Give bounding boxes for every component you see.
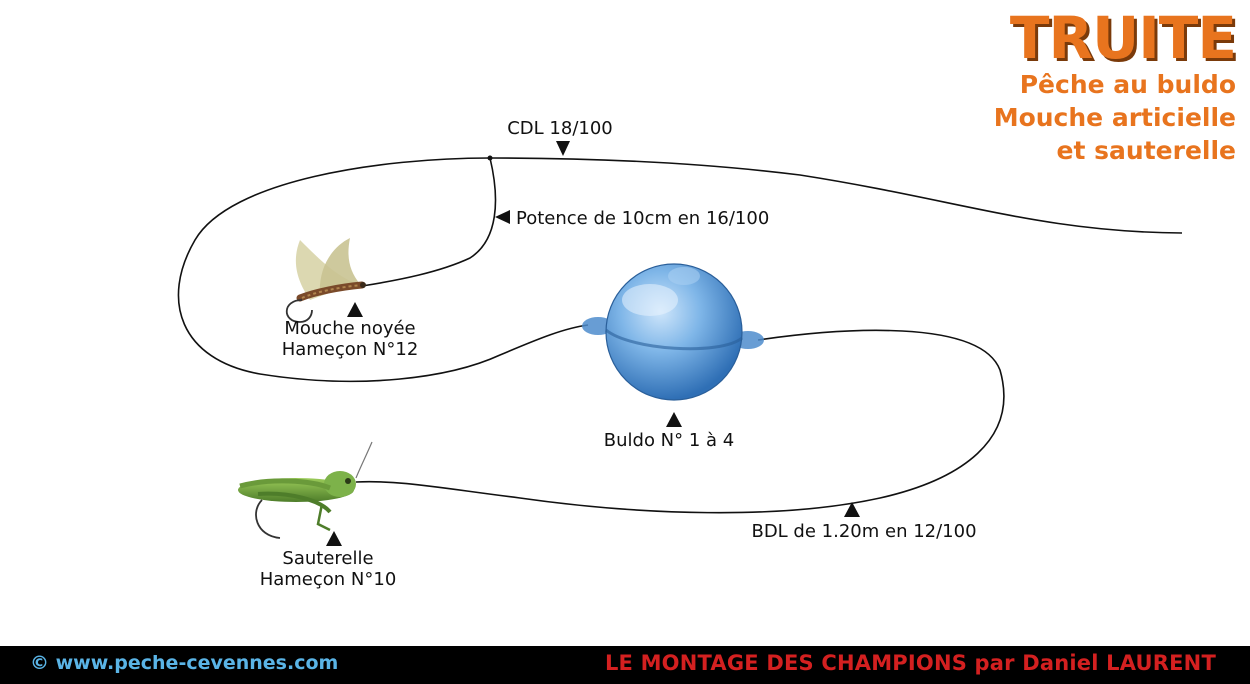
label-sauterelle-line-2: Hameçon N°10 [259, 569, 397, 590]
arrow-up-icon [844, 502, 860, 517]
label-sauterelle-line-1: Sauterelle [282, 548, 374, 569]
leader-line-bdl [355, 329, 1005, 514]
label-mouche-line-2: Hameçon N°12 [281, 339, 419, 360]
arrow-up-icon [666, 412, 682, 427]
label-mouche-line-1: Mouche noyée [284, 318, 416, 339]
main-title: TRUITE [1009, 4, 1237, 72]
title-block: TRUITE Pêche au buldo Mouche articielle … [993, 4, 1237, 167]
arrow-up-icon [347, 302, 363, 317]
label-mouche: Mouche noyée Hameçon N°12 [282, 318, 419, 360]
website-link[interactable]: © www.peche-cevennes.com [30, 652, 339, 674]
dropper-line-potence [361, 157, 497, 287]
arrow-left-icon [495, 210, 510, 224]
arrow-down-icon [556, 141, 570, 156]
label-bdl: BDL de 1.20m en 12/100 [751, 521, 977, 542]
subtitle-line-3: et sauterelle [1056, 136, 1236, 165]
footer-signature: LE MONTAGE DES CHAMPIONS par Daniel LAUR… [604, 651, 1216, 675]
label-cdl: CDL 18/100 [507, 118, 613, 139]
arrow-up-icon [326, 531, 342, 546]
footer-bar: © www.peche-cevennes.com LE MONTAGE DES … [0, 646, 1250, 684]
main-line-cdl [177, 157, 1183, 383]
grasshopper-image [238, 441, 373, 539]
label-buldo: Buldo N° 1 à 4 [603, 430, 735, 451]
label-potence: Potence de 10cm en 16/100 [516, 208, 770, 229]
subtitle-line-2: Mouche articielle [993, 103, 1236, 132]
subtitle-line-1: Pêche au buldo [1019, 70, 1236, 99]
label-sauterelle: Sauterelle Hameçon N°10 [260, 548, 397, 590]
buldo-float-image [582, 263, 764, 401]
wet-fly-image [285, 238, 366, 323]
